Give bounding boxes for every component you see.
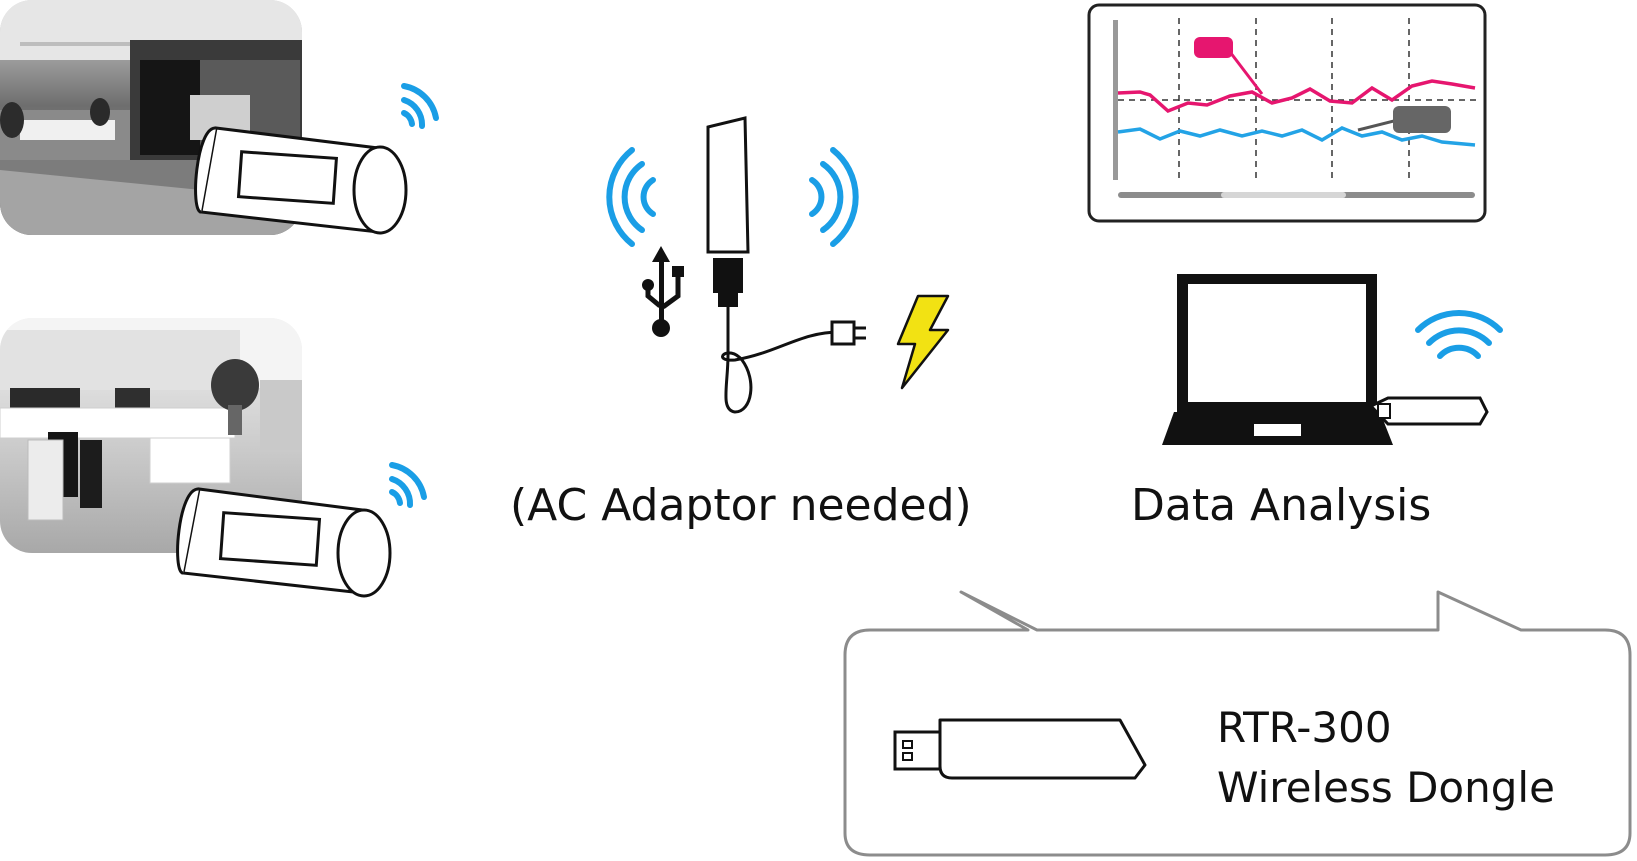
series-line-magenta — [1117, 79, 1476, 114]
analysis-chart-window — [1087, 3, 1487, 223]
dongle-name: Wireless Dongle — [1217, 762, 1555, 812]
laptop-computer — [1162, 274, 1489, 445]
dongle-callout — [843, 590, 1632, 857]
data-analysis-label: Data Analysis — [1131, 480, 1432, 531]
power-plug-icon — [830, 320, 866, 346]
series-line-cyan — [1117, 126, 1476, 147]
office-photo-bottom — [0, 318, 302, 553]
wireless-sensor-bottom — [176, 487, 392, 598]
wireless-signal-icon — [401, 83, 439, 129]
wireless-signal-icon — [606, 147, 859, 247]
dongle-model: RTR-300 — [1217, 703, 1392, 752]
ac-adaptor-label: (AC Adaptor needed) — [510, 480, 972, 531]
usb-dongle-icon — [893, 718, 1147, 780]
dongle-caption: RTR-300 Wireless Dongle — [1217, 698, 1555, 817]
office-photo-top — [0, 0, 302, 235]
usb-icon — [642, 246, 684, 337]
wireless-signal-icon — [1415, 310, 1503, 359]
wireless-sensor-top — [194, 126, 408, 235]
lightning-icon — [896, 294, 950, 390]
series-marker-gray — [1393, 106, 1451, 133]
base-station-device — [706, 116, 841, 414]
wireless-signal-icon — [389, 462, 427, 508]
series-marker-magenta — [1194, 37, 1233, 58]
